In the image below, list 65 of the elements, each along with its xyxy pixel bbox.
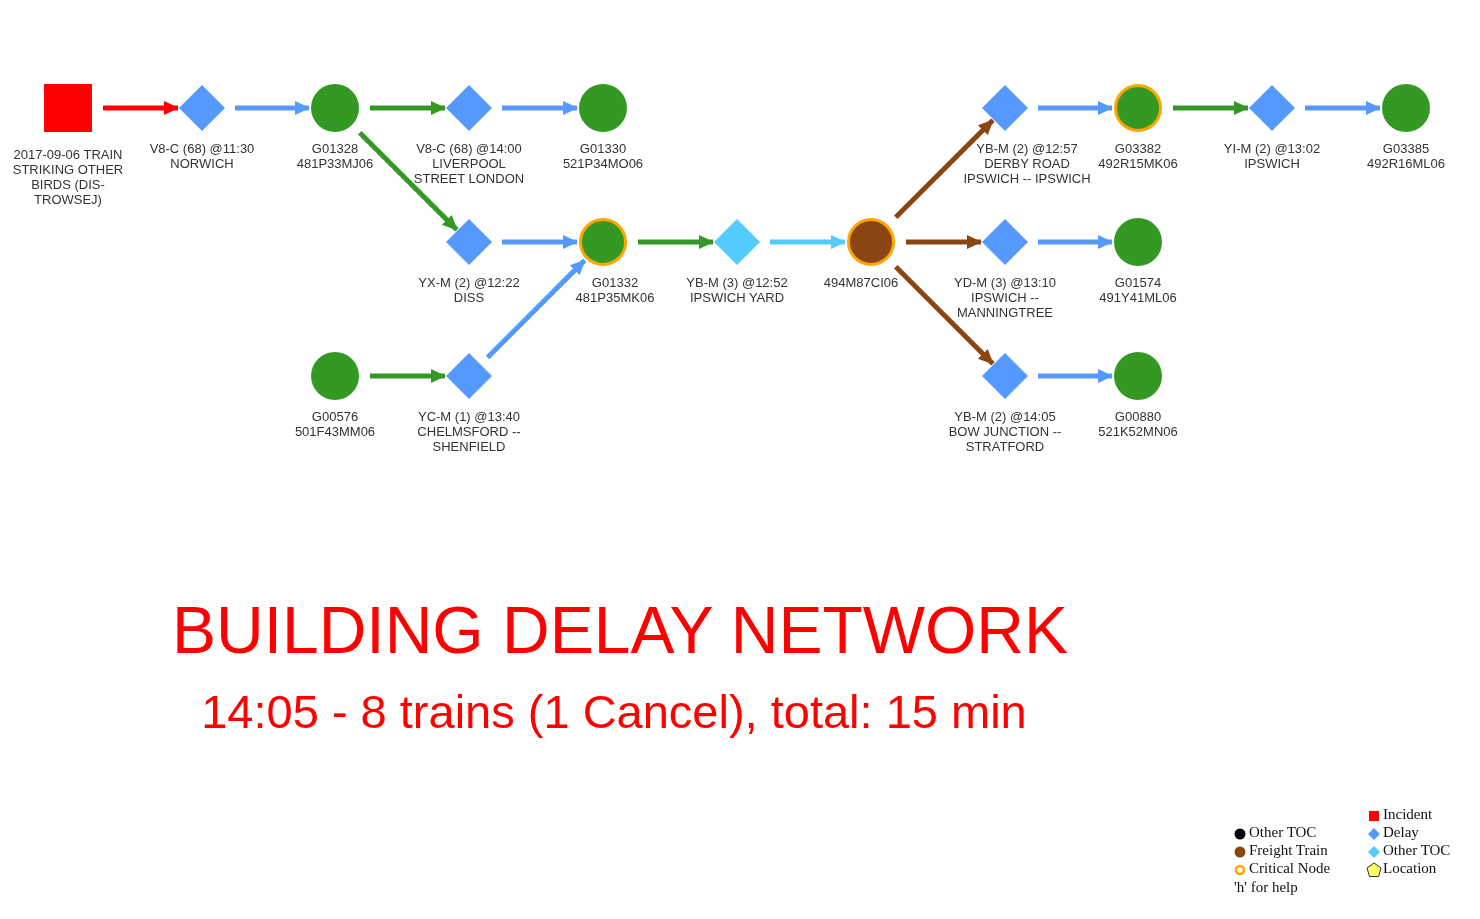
node-label: G01330	[578, 141, 628, 156]
arrow	[103, 101, 179, 115]
arrow	[1038, 101, 1113, 115]
node-label: IPSWICH	[1243, 156, 1301, 171]
station-node	[962, 83, 1092, 186]
arrow	[370, 101, 446, 115]
node-label: 491Y41ML06	[1098, 290, 1178, 305]
node-label: LIVERPOOL STREET LONDON	[412, 156, 526, 186]
legend-label: Location	[1383, 860, 1437, 877]
node-label: IPSWICH YARD	[688, 290, 786, 305]
node-label: 481P35MK06	[574, 290, 656, 305]
title: BUILDING DELAY NETWORK	[170, 592, 1070, 668]
node-label: YX-M (2) @12:22	[417, 275, 521, 290]
arrow	[638, 235, 714, 249]
node-label: 2017-09-06 TRAIN STRIKING OTHER BIRDS (DIS-TROWSEJ)	[11, 147, 125, 207]
node-label: G01328	[310, 141, 360, 156]
node-label: 494M87CI06	[822, 275, 900, 290]
arrow	[1038, 369, 1113, 383]
node-label: DERBY ROAD IPSWICH -- IPSWICH	[962, 156, 1092, 186]
legend-label: Incident	[1383, 806, 1433, 823]
node-label: G01574	[1113, 275, 1163, 290]
node-label: YC-M (1) @13:40	[416, 409, 522, 424]
node-label: 481P33MJ06	[295, 156, 375, 171]
arrow	[502, 235, 578, 249]
node-label: YB-M (2) @12:57	[975, 141, 1079, 156]
arrow	[906, 235, 982, 249]
node-label: YB-M (2) @14:05	[953, 409, 1057, 424]
node-label: G00880	[1113, 409, 1163, 424]
arrow	[358, 131, 459, 232]
arrow	[485, 258, 587, 360]
arrow	[1038, 235, 1113, 249]
node-label: CHELMSFORD -- SHENFIELD	[416, 424, 522, 454]
node-label: IPSWICH -- MANNINGTREE	[955, 290, 1055, 320]
arrow	[502, 101, 578, 115]
legend-label: Other TOC	[1249, 824, 1317, 841]
node-label: 492R16ML06	[1365, 156, 1447, 171]
legend-label: Critical Node	[1249, 860, 1331, 877]
legend-label: Delay	[1383, 824, 1419, 841]
arrow	[894, 118, 995, 219]
help-note: 'h' for help	[1234, 879, 1298, 896]
arrow	[1305, 101, 1381, 115]
node-label: V8-C (68) @14:00	[415, 141, 523, 156]
subtitle: 14:05 - 8 trains (1 Cancel), total: 15 min	[200, 684, 1028, 739]
node-label: BOW JUNCTION -- STRATFORD	[947, 424, 1063, 454]
arrow	[1173, 101, 1249, 115]
node-label: YI-M (2) @13:02	[1222, 141, 1322, 156]
node-label: YD-M (3) @13:10	[952, 275, 1058, 290]
node-label: 492R15MK06	[1097, 156, 1179, 171]
node-label: YB-M (3) @12:52	[685, 275, 789, 290]
legend-label: Other TOC	[1383, 842, 1451, 859]
arrow	[894, 265, 995, 366]
node-label: NORWICH	[169, 156, 235, 171]
arrow	[770, 235, 846, 249]
node-label: 521K52MN06	[1097, 424, 1179, 439]
node-label: 521P34MO06	[561, 156, 645, 171]
node-label: G01332	[590, 275, 640, 290]
arrow	[370, 369, 446, 383]
legend-label: Freight Train	[1249, 842, 1328, 859]
node-label: G03382	[1113, 141, 1163, 156]
node-label: V8-C (68) @11:30	[148, 141, 256, 156]
node-label: G00576	[310, 409, 360, 424]
arrow	[235, 101, 310, 115]
node-label: DISS	[452, 290, 486, 305]
node-label: G03385	[1381, 141, 1431, 156]
node-label: 501F43MM06	[293, 424, 377, 439]
